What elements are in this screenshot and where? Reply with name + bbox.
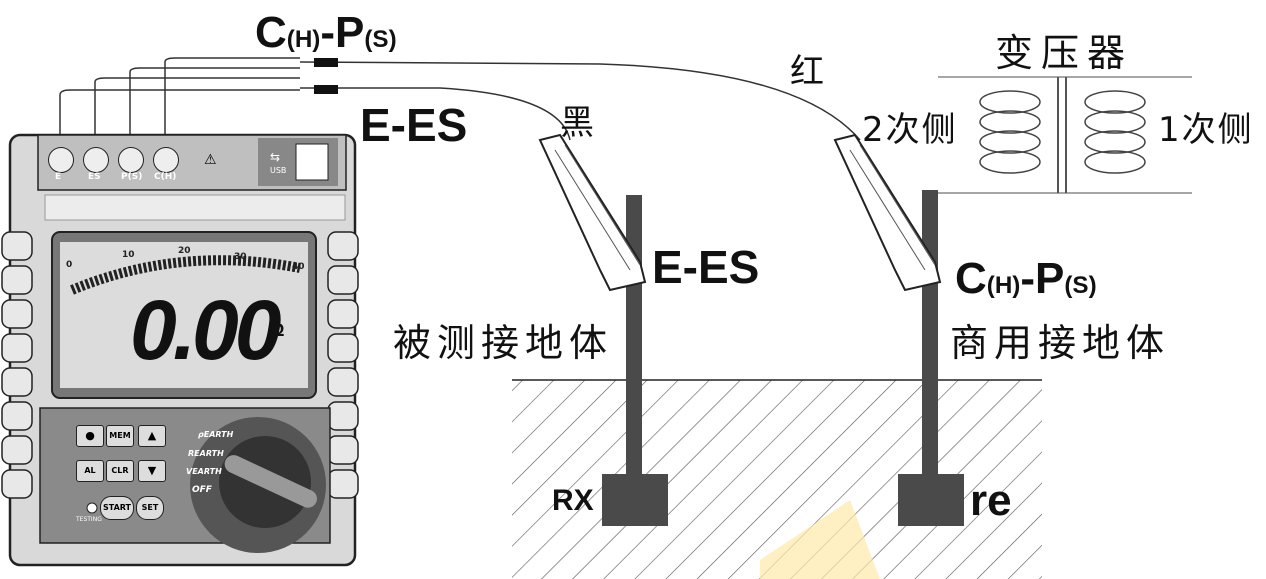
label-red-wire: 红	[790, 52, 828, 92]
transformer-coil-primary	[1084, 90, 1146, 174]
probe-left-name: 被测接地体	[393, 321, 614, 365]
terminal-label-c: C(H)	[154, 172, 177, 182]
cable-c	[164, 57, 300, 150]
label-e-es-top: E-ES	[360, 99, 468, 151]
usb-label: USB	[270, 166, 287, 175]
terminal-label-es: ES	[88, 172, 101, 182]
dial-label-rho: ρEARTH	[198, 430, 234, 439]
rod-right	[922, 190, 938, 475]
button-up[interactable]: ▲	[138, 425, 166, 447]
cable-red	[299, 61, 861, 141]
lcd-reading: 0.00	[130, 283, 281, 377]
watermark-shape	[760, 500, 880, 579]
lcd-unit: Ω	[270, 320, 285, 340]
transformer-primary-label: 1次侧	[1158, 110, 1254, 150]
label-black-wire: 黑	[560, 103, 598, 143]
usb-port[interactable]	[296, 144, 328, 180]
button-down[interactable]: ▼	[138, 460, 166, 482]
terminal-c[interactable]	[153, 147, 179, 173]
button-al[interactable]: AL	[76, 460, 104, 482]
label-c-p-top: C(H)-P(S)	[255, 8, 397, 57]
warning-icon: ⚠	[204, 152, 217, 168]
terminal-e[interactable]	[48, 147, 74, 173]
scale-tick-20: 20	[178, 246, 191, 256]
cable-e	[59, 89, 300, 150]
electrode-block-right	[898, 474, 964, 526]
dial-label-off: OFF	[192, 485, 212, 495]
meter-terminals: E ES P(S) C(H)	[46, 145, 196, 185]
transformer-title: 变压器	[995, 31, 1134, 75]
cable-p	[129, 67, 300, 150]
probe-right-label: C(H)-P(S)	[955, 254, 1097, 303]
scale-tick-10: 10	[122, 250, 135, 260]
cable-marker-1	[314, 58, 338, 67]
scale-tick-40: 40	[292, 262, 305, 272]
dial-label-v: VEARTH	[186, 467, 222, 476]
scale-tick-0: 0	[66, 260, 73, 270]
terminal-es[interactable]	[83, 147, 109, 173]
button-mem[interactable]: MEM	[106, 425, 134, 447]
rod-left	[626, 195, 642, 475]
button-start[interactable]: START	[100, 496, 134, 520]
dial-label-r: REARTH	[188, 449, 224, 458]
cable-black	[300, 87, 571, 141]
electrode-block-left	[602, 474, 668, 526]
transformer-coil-secondary	[979, 90, 1041, 174]
probe-right-name: 商用接地体	[950, 321, 1171, 365]
bargraph	[70, 255, 301, 295]
usb-icon: ⇆	[270, 150, 281, 164]
lcd-scale: 0 10 20 30 40	[60, 246, 308, 272]
terminal-label-e: E	[55, 172, 62, 182]
button-set[interactable]: SET	[136, 496, 164, 520]
testing-label: TESTING	[76, 516, 102, 523]
cable-es	[94, 77, 300, 150]
electrode-right-label: re	[970, 476, 1012, 525]
cable-marker-2	[314, 85, 338, 94]
button-clr[interactable]: CLR	[106, 460, 134, 482]
scale-tick-30: 30	[234, 252, 247, 262]
button-light[interactable]: ●	[76, 425, 104, 447]
rotary-dial-pointer	[224, 455, 317, 508]
terminal-label-p: P(S)	[121, 172, 143, 182]
electrode-left-label: RX	[552, 484, 594, 517]
transformer-secondary-label: 2次侧	[862, 110, 958, 150]
probe-left-label: E-ES	[652, 241, 760, 293]
terminal-p[interactable]	[118, 147, 144, 173]
